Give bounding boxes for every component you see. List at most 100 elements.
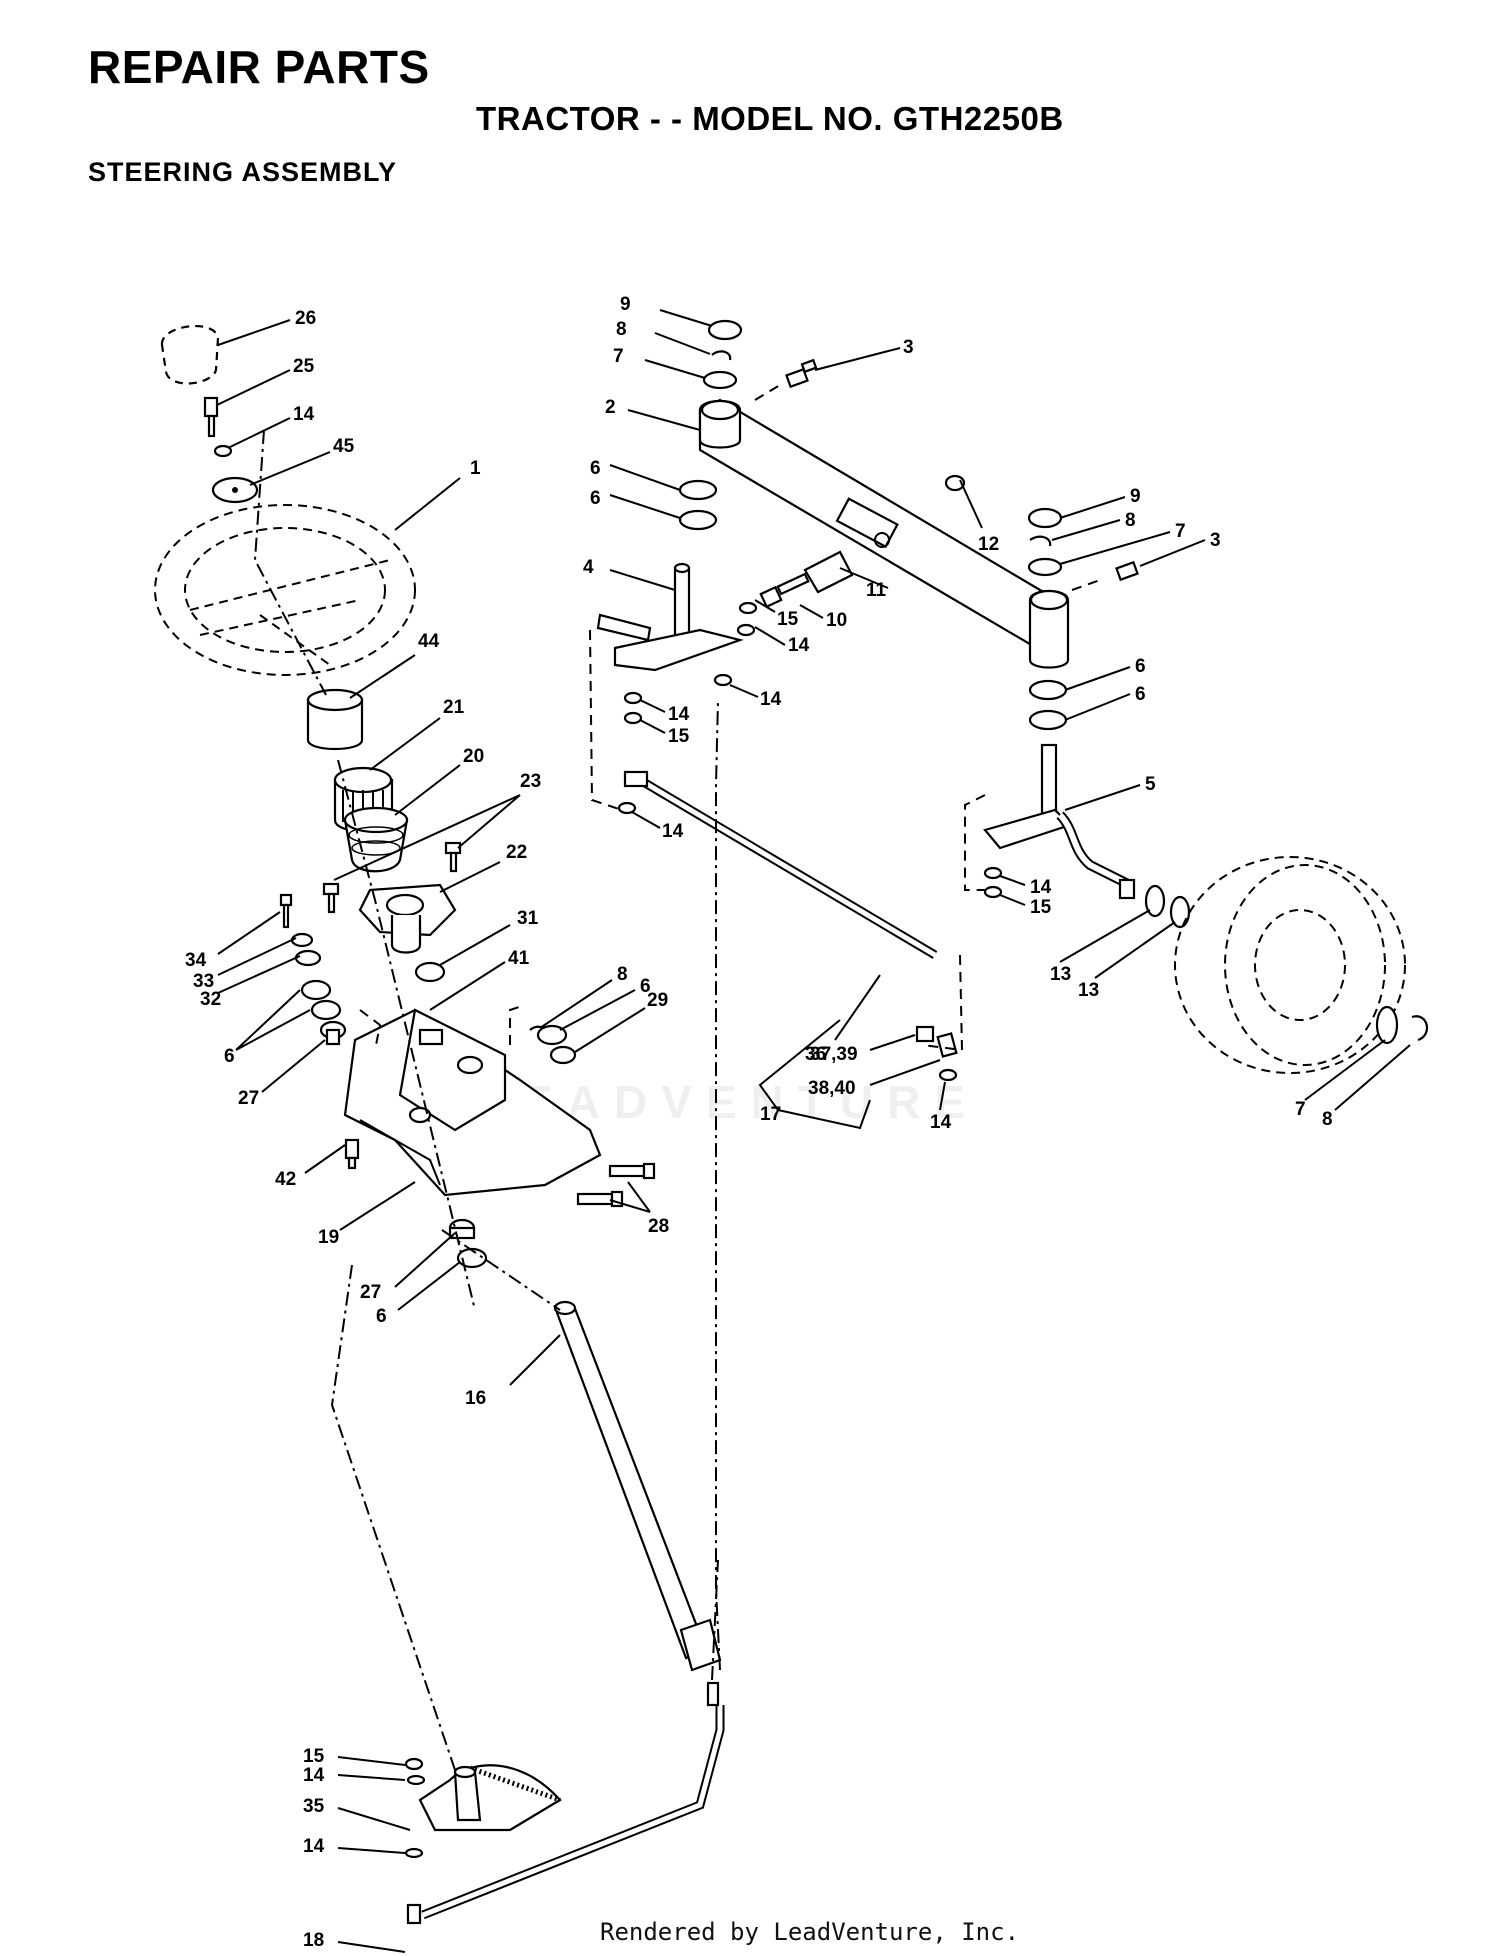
callout-14: 14 [760, 689, 782, 710]
steering-washer [211, 476, 259, 504]
sector-gear [418, 1764, 562, 1832]
e-clip-8d [1411, 1015, 1429, 1042]
callout-13: 13 [1050, 964, 1071, 985]
grease-fitting-3b [1115, 560, 1139, 582]
callout-8: 8 [1322, 1109, 1333, 1130]
drag-link [406, 1681, 725, 1925]
callout-15: 15 [303, 1746, 325, 1767]
callout-6: 6 [1135, 684, 1146, 705]
callout-14: 14 [662, 821, 684, 842]
callout-21: 21 [443, 697, 465, 718]
callout-37-39: 37,39 [810, 1044, 858, 1065]
wheel-washer-7c [1375, 1005, 1399, 1045]
callout-38-40: 38,40 [808, 1078, 856, 1099]
callout-15: 15 [1030, 897, 1052, 918]
dust-cap-9b [1027, 507, 1063, 529]
callout-11: 11 [866, 580, 887, 601]
callout-14: 14 [930, 1112, 952, 1133]
callout-14: 14 [788, 635, 810, 656]
callout-16: 16 [465, 1388, 486, 1409]
callout-13: 13 [1078, 980, 1099, 1001]
callout-6: 6 [590, 488, 601, 509]
nut-12 [944, 474, 966, 492]
callout-14: 14 [303, 1765, 325, 1786]
callout-28: 28 [648, 1216, 669, 1237]
callout-23: 23 [520, 771, 541, 792]
callout-34: 34 [185, 950, 207, 971]
callout-14: 14 [303, 1836, 325, 1857]
spindle-right [983, 743, 1136, 900]
callout-17: 17 [760, 1104, 781, 1125]
callout-45: 45 [333, 436, 355, 457]
callout-44: 44 [418, 631, 440, 652]
callout-6: 6 [224, 1046, 235, 1067]
section-title: STEERING ASSEMBLY [88, 157, 398, 187]
callout-22: 22 [506, 842, 527, 863]
callout-20: 20 [463, 746, 484, 767]
callout-14: 14 [293, 404, 315, 425]
tie-rod [617, 770, 938, 959]
callout-6: 6 [1135, 656, 1146, 677]
callout-15: 15 [777, 609, 799, 630]
callout-9: 9 [620, 294, 631, 315]
callout-9: 9 [1130, 486, 1141, 507]
front-axle [698, 398, 1070, 669]
callout-15: 15 [668, 726, 690, 747]
callout-25: 25 [293, 356, 315, 377]
lower-nuts-washers [404, 1757, 426, 1859]
callout-6: 6 [376, 1306, 387, 1327]
front-wheel [1174, 856, 1406, 1074]
callout-5: 5 [1145, 774, 1156, 795]
bolt-10 [759, 572, 810, 609]
steering-shaft [553, 1300, 722, 1672]
leader-lines [216, 309, 1411, 1953]
callout-8: 8 [1125, 510, 1136, 531]
nuts-left-spindle [623, 601, 758, 725]
model-subtitle: TRACTOR - - MODEL NO. GTH2250B [476, 100, 1064, 137]
upper-bushing-plate [358, 883, 457, 954]
callout-32: 32 [200, 989, 221, 1010]
callout-1: 1 [470, 458, 481, 479]
callout-3: 3 [903, 337, 914, 358]
axle-bearings-left [678, 479, 718, 531]
callout-7: 7 [1175, 521, 1186, 542]
steering-support-bracket [343, 1008, 602, 1197]
bolts-28 [576, 1162, 656, 1208]
washer-7b [1027, 557, 1063, 577]
callout-4: 4 [583, 557, 594, 578]
washers-left [290, 932, 347, 1046]
flange-bearing-6 [536, 1024, 568, 1046]
page-title: REPAIR PARTS [88, 41, 430, 93]
callout-7: 7 [613, 346, 624, 367]
callout-18: 18 [303, 1930, 324, 1951]
grease-fitting-3a [785, 358, 818, 389]
callout-7: 7 [1295, 1099, 1306, 1120]
callout-6: 6 [590, 458, 601, 479]
steering-wheel [154, 504, 416, 676]
nuts-right-spindle [983, 866, 1003, 899]
callout-33: 33 [193, 971, 214, 992]
spacers-13 [1144, 884, 1191, 929]
callout-42: 42 [275, 1169, 296, 1190]
callout-26: 26 [295, 308, 316, 329]
bushing-31 [414, 961, 446, 983]
bolt-42 [344, 1138, 360, 1170]
spacer-11 [803, 550, 854, 594]
bellows-boot [343, 806, 409, 873]
callout-14: 14 [1030, 877, 1052, 898]
callout-2: 2 [605, 397, 616, 418]
snap-ring-8a [711, 350, 732, 361]
bolts-23 [322, 841, 462, 914]
callout-27: 27 [238, 1088, 259, 1109]
axle-bearings-right [1028, 679, 1068, 731]
screw-34 [279, 893, 293, 929]
snap-ring-8b [1029, 535, 1052, 547]
steering-adapter-bushing [306, 688, 364, 750]
callout-41: 41 [508, 948, 530, 969]
callout-36: 36 [805, 1044, 826, 1065]
steering-cap [160, 324, 220, 385]
callout-8: 8 [617, 964, 628, 985]
callout-29: 29 [647, 990, 668, 1011]
callout-6: 6 [640, 976, 651, 997]
